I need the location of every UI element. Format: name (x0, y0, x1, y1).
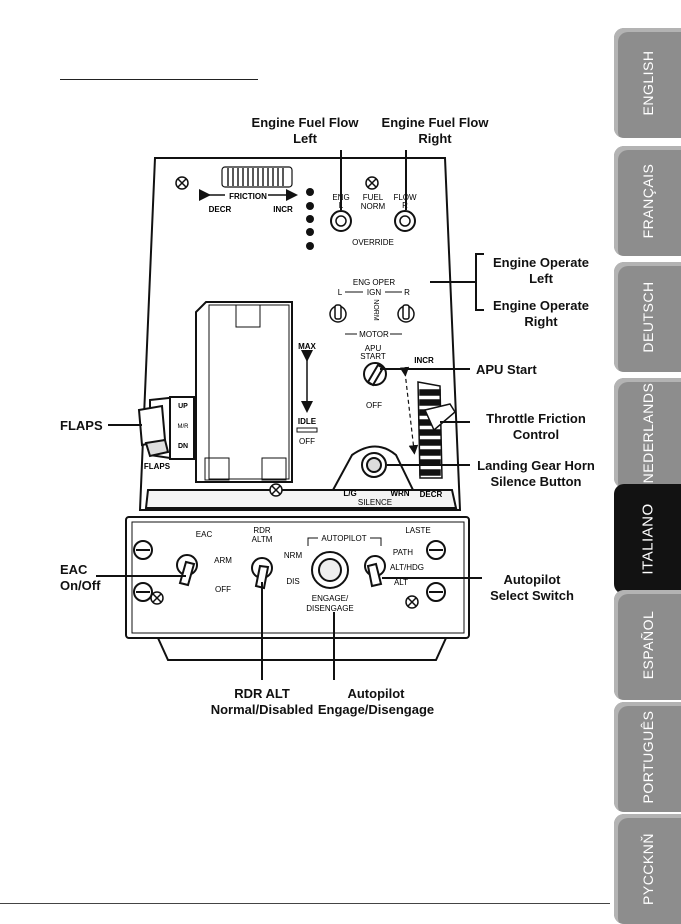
eac-panel-label: EAC (196, 530, 213, 539)
idle-label: IDLE (298, 417, 317, 426)
eac-switch (176, 554, 198, 587)
norm-vertical-label: NORM (372, 299, 379, 321)
flaps-panel-label: FLAPS (144, 462, 171, 471)
flaps-mr-label: M/R (178, 424, 190, 430)
rdr-label: RDR (253, 526, 271, 535)
silence-label: SILENCE (358, 498, 392, 507)
alt-hdg-label: ALT/HDG (390, 563, 424, 572)
throttle-lever (417, 381, 456, 479)
flaps-up-label: UP (178, 403, 188, 410)
tab-english[interactable]: ENGLISH (614, 28, 681, 138)
autopilot-engage-button (311, 551, 349, 589)
autopilot-panel-label: AUTOPILOT (321, 534, 366, 543)
alt-label: ALT (394, 578, 408, 587)
tab-francais[interactable]: FRANÇAIS (614, 146, 681, 256)
friction-wheel (199, 166, 298, 201)
indicator-dots (306, 188, 314, 250)
throttle-slot (195, 301, 293, 483)
tab-deutsch[interactable]: DEUTSCH (614, 262, 681, 372)
friction-label: FRICTION (229, 192, 267, 201)
flaps-switch (137, 395, 195, 460)
flaps-dn-label: DN (178, 443, 188, 450)
motor-label: MOTOR (359, 330, 389, 339)
max-label: MAX (298, 342, 316, 351)
callout-leaders (96, 150, 484, 680)
throttle-decr-label: DECR (420, 490, 443, 499)
nrm-label: NRM (284, 551, 303, 560)
eng-oper-r-label: R (404, 288, 410, 297)
tab-italiano[interactable]: ITALIANO (614, 484, 681, 594)
callout-flaps: FLAPS (60, 418, 103, 433)
engine-operate-right-switch (397, 304, 415, 323)
arm-label: ARM (214, 556, 232, 565)
eng-oper-label: ENG OPER (353, 278, 395, 287)
ign-label: IGN (367, 288, 381, 297)
throttle-incr-label: INCR (414, 356, 434, 365)
engine-operate-left-switch (329, 304, 347, 323)
friction-decr-label: DECR (209, 205, 232, 214)
screws (150, 176, 419, 609)
autopilot-select-switch (364, 555, 386, 588)
tab-portugues[interactable]: PORTUGUÊS (614, 702, 681, 812)
lg-label: L/G (343, 489, 356, 498)
engage-label: ENGAGE/ (312, 594, 349, 603)
dis-label: DIS (286, 577, 299, 586)
path-label: PATH (393, 548, 413, 557)
tab-espanol[interactable]: ESPAÑOL (614, 590, 681, 700)
apu-label: APU (365, 344, 382, 353)
callout-apu-start: APU Start (476, 362, 537, 377)
start-label: START (360, 352, 386, 361)
eac-off-label: OFF (215, 585, 231, 594)
language-tabs: ENGLISH FRANÇAIS DEUTSCH NEDERLANDS ITAL… (614, 28, 681, 924)
panel-body (125, 157, 470, 661)
wrn-label: WRN (390, 489, 409, 498)
tab-russian[interactable]: PYCCKNŇ (614, 814, 681, 924)
tab-nederlands[interactable]: NEDERLANDS (614, 378, 681, 488)
fuel-norm-label: NORM (361, 202, 386, 211)
apu-off-label: OFF (366, 401, 382, 410)
heading-underline (60, 79, 258, 80)
landing-gear-horn-button (331, 445, 415, 491)
footer-rule (0, 903, 610, 904)
eng-oper-l-label: L (338, 288, 343, 297)
friction-incr-label: INCR (273, 205, 293, 214)
idle-off-label: OFF (299, 437, 315, 446)
override-label: OVERRIDE (352, 238, 394, 247)
apu-start-switch (363, 362, 387, 387)
fuel-label: FUEL (363, 193, 384, 202)
altm-label: ALTM (252, 535, 273, 544)
lower-panel-knobs (133, 540, 446, 602)
laste-label: LASTE (405, 526, 430, 535)
disengage-label: DISENGAGE (306, 604, 354, 613)
